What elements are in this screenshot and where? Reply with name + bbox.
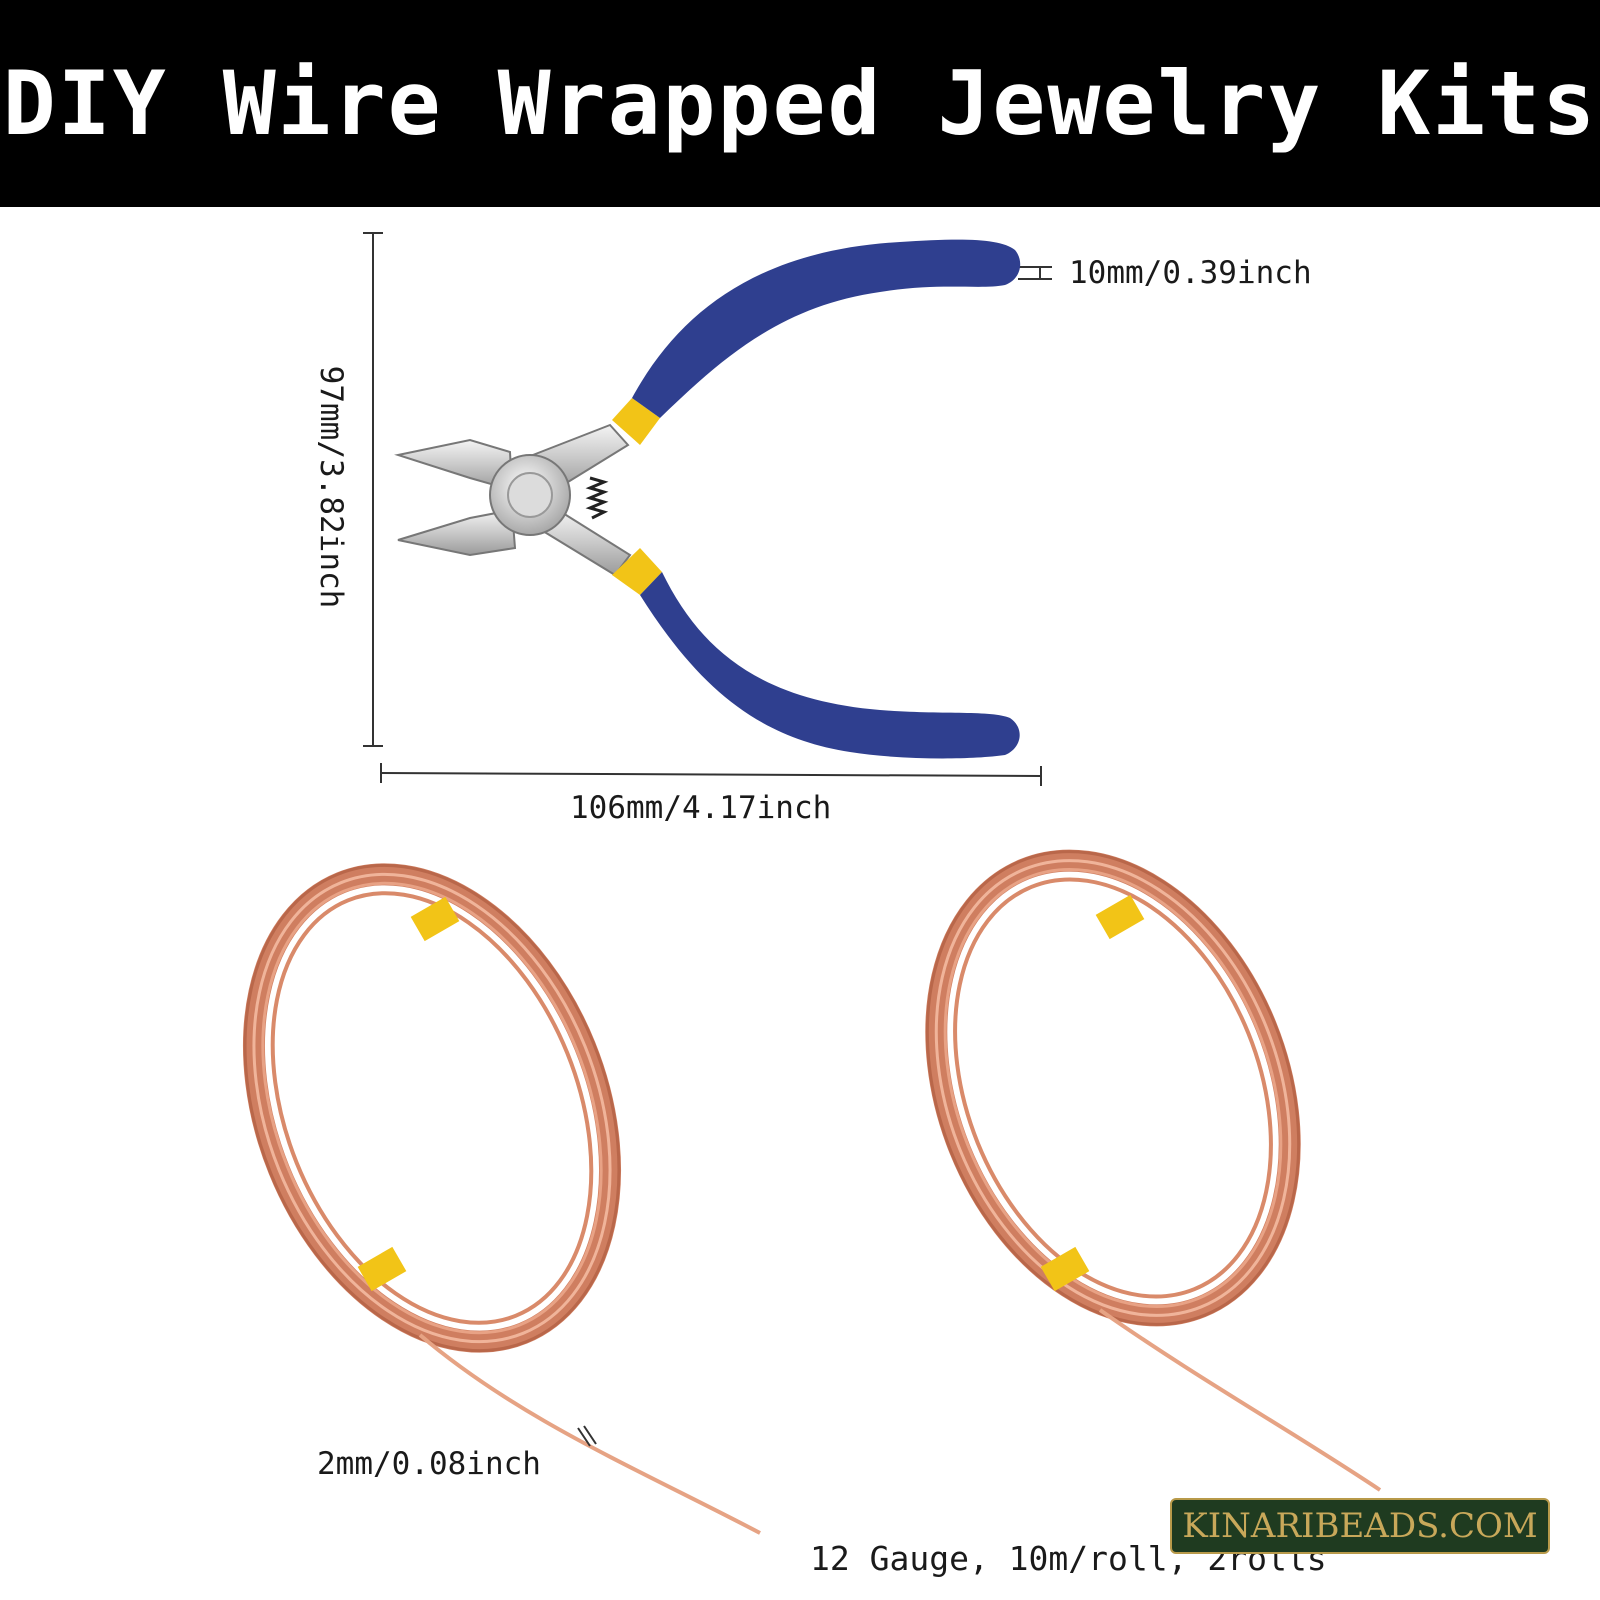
lower-handle <box>640 572 1020 759</box>
wire-tail-2 <box>1098 1308 1382 1492</box>
title-banner: DIY Wire Wrapped Jewelry Kits <box>0 0 1600 207</box>
spring <box>585 476 609 520</box>
wire-coil-1 <box>242 863 761 1535</box>
watermark-text: KINARIBEADS.COM <box>1182 1506 1538 1546</box>
wire-diameter-label: 2mm/0.08inch <box>317 1446 541 1482</box>
upper-band <box>612 398 660 445</box>
upper-handle <box>632 239 1021 418</box>
width-dimension-line <box>380 763 1042 786</box>
pliers-image <box>394 239 1021 759</box>
wire-clip-lower-1 <box>357 1246 407 1292</box>
page-title: DIY Wire Wrapped Jewelry Kits <box>2 52 1598 155</box>
wire-clip-lower-2 <box>1040 1246 1090 1292</box>
handle-dimension-marker <box>1018 266 1052 280</box>
width-label: 106mm/4.17inch <box>570 790 832 826</box>
wire-tail-1 <box>418 1333 761 1535</box>
height-dimension-line <box>363 232 383 747</box>
kinaribeads-watermark: KINARIBEADS.COM <box>1170 1498 1550 1554</box>
wire-coil-2 <box>925 849 1382 1492</box>
lower-band <box>612 548 662 595</box>
wire-clip-upper-2 <box>1095 894 1145 940</box>
handle-thickness-label: 10mm/0.39inch <box>1069 255 1312 291</box>
height-label: 97mm/3.82inch <box>313 365 349 609</box>
wire-clip-upper-1 <box>410 896 460 942</box>
